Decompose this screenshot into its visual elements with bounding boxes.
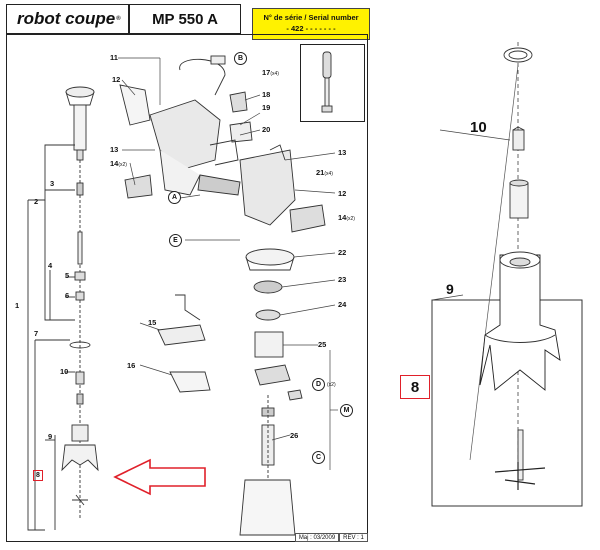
footer-date: Maj : 03/2009 xyxy=(295,533,339,542)
callout-3: 3 xyxy=(50,179,55,188)
callout-11: 11 xyxy=(110,53,118,62)
callout-12b: 12 xyxy=(338,189,347,198)
callout-26: 26 xyxy=(290,431,299,440)
circle-label-a: A xyxy=(168,191,181,204)
callout-16: 16 xyxy=(127,361,136,370)
circle-label-e: E xyxy=(169,234,182,247)
callout-13: 13 xyxy=(110,145,119,154)
callout-14: 14(x2) xyxy=(110,159,127,169)
callout-24: 24 xyxy=(338,300,347,309)
circle-label-b: B xyxy=(234,52,247,65)
brand-registered-mark: ® xyxy=(116,16,121,22)
detail-callout-9: 9 xyxy=(446,281,454,297)
detail-view[interactable] xyxy=(431,42,583,507)
callout-5: 5 xyxy=(65,271,70,280)
thumbnail-blender xyxy=(321,51,333,113)
detail-callout-8-highlight: 8 xyxy=(400,375,430,399)
highlight-arrow xyxy=(113,458,206,496)
callout-6: 6 xyxy=(65,291,70,300)
brand-name: robot coupe xyxy=(17,9,116,28)
callout-9: 9 xyxy=(48,432,53,441)
callout-14b: 14(x2) xyxy=(338,213,355,223)
callout-13b: 13 xyxy=(338,148,347,157)
callout-10: 10 xyxy=(60,367,69,376)
callout-12: 12 xyxy=(112,75,121,84)
serial-label: N° de série / Serial number xyxy=(263,13,359,22)
exploded-view-frame xyxy=(6,34,368,542)
tool-body-parts xyxy=(239,144,326,536)
circle-label-d: D xyxy=(312,378,325,391)
callout-d-quantity: (x2) xyxy=(327,382,336,388)
callout-8-highlight: 8 xyxy=(33,470,43,481)
callout-1: 1 xyxy=(15,301,20,310)
detail-callout-10: 10 xyxy=(470,119,487,136)
model-title: MP 550 A xyxy=(129,4,241,34)
callout-23: 23 xyxy=(338,275,347,284)
callout-20: 20 xyxy=(262,125,271,134)
product-thumbnail-frame xyxy=(300,44,365,122)
leader-lines xyxy=(118,57,338,470)
callout-22: 22 xyxy=(338,248,347,257)
serial-value: - 422 - - - - - - - xyxy=(286,24,336,33)
motor-housing-parts xyxy=(119,55,253,199)
callout-21: 21(x4) xyxy=(316,168,333,178)
callout-19: 19 xyxy=(262,103,271,112)
callout-4: 4 xyxy=(48,261,53,270)
cable-parts xyxy=(157,294,211,393)
shaft-assembly xyxy=(61,86,99,520)
circle-label-c: C xyxy=(312,451,325,464)
footer-revision: REV : 1 xyxy=(339,533,368,542)
grouping-brackets xyxy=(27,144,75,531)
circle-label-m: M xyxy=(340,404,353,417)
callout-7: 7 xyxy=(34,329,39,338)
brand-logo: robot coupe® xyxy=(6,4,129,34)
callout-15: 15 xyxy=(148,318,157,327)
callout-18: 18 xyxy=(262,90,271,99)
callout-2: 2 xyxy=(34,197,39,206)
callout-17: 17(x4) xyxy=(262,68,279,78)
callout-25: 25 xyxy=(318,340,327,349)
